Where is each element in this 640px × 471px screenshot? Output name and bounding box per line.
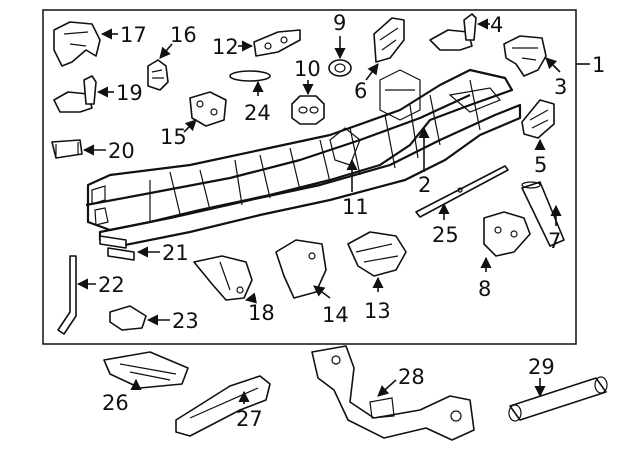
callout-29: 29: [528, 355, 555, 379]
part-10-mount-insulator: [291, 95, 325, 125]
callout-21: 21: [162, 241, 189, 265]
part-4-bracket: [429, 29, 473, 51]
callout-8: 8: [478, 277, 491, 301]
part-17-bracket: [53, 21, 101, 67]
part-21-bolts: [99, 235, 135, 261]
callout-26: 26: [102, 391, 129, 415]
callout-15: 15: [160, 125, 187, 149]
callout-12: 12: [212, 35, 239, 59]
part-9-bushing: [328, 59, 352, 77]
part-16-mount: [147, 59, 169, 91]
part-15-mount: [189, 91, 227, 127]
callout-23: 23: [172, 309, 199, 333]
part-5-bracket: [521, 99, 555, 139]
part-3-bracket: [503, 35, 547, 77]
frame-assembly-border: [42, 9, 577, 345]
callout-24: 24: [244, 101, 271, 125]
callout-19: 19: [116, 81, 143, 105]
part-26-skid-plate: [103, 351, 189, 389]
callout-2: 2: [418, 173, 431, 197]
callout-7: 7: [548, 229, 561, 253]
part-6-bracket: [373, 17, 405, 63]
part-8-bracket: [483, 211, 531, 257]
callout-5: 5: [534, 153, 547, 177]
part-19-bracket: [53, 91, 93, 113]
part-22-rod: [57, 255, 77, 335]
part-12-plate: [253, 29, 301, 57]
callout-9: 9: [333, 11, 346, 35]
callout-6: 6: [354, 79, 367, 103]
frame-rail-assembly: [85, 68, 522, 248]
callout-14: 14: [322, 303, 349, 327]
callout-18: 18: [248, 301, 275, 325]
callout-4: 4: [490, 13, 503, 37]
callout-20: 20: [108, 139, 135, 163]
part-7-sleeve: [521, 181, 565, 247]
part-23-fastener: [109, 305, 147, 331]
part-29-tube: [509, 377, 607, 421]
callout-22: 22: [98, 273, 125, 297]
part-20-bracket: [51, 139, 83, 159]
callout-10: 10: [294, 57, 321, 81]
callout-28: 28: [398, 365, 425, 389]
part-14-bracket: [275, 239, 327, 299]
callout-13: 13: [364, 299, 391, 323]
callout-25: 25: [432, 223, 459, 247]
part-18-bracket: [193, 255, 253, 301]
callout-1: 1: [592, 53, 605, 77]
callout-27: 27: [236, 407, 263, 431]
callout-17: 17: [120, 23, 147, 47]
callout-11: 11: [342, 195, 369, 219]
callout-3: 3: [554, 75, 567, 99]
callout-16: 16: [170, 23, 197, 47]
part-13-mount: [347, 231, 407, 277]
part-24-cap: [229, 70, 271, 82]
part-28-crossmember: [311, 345, 475, 441]
